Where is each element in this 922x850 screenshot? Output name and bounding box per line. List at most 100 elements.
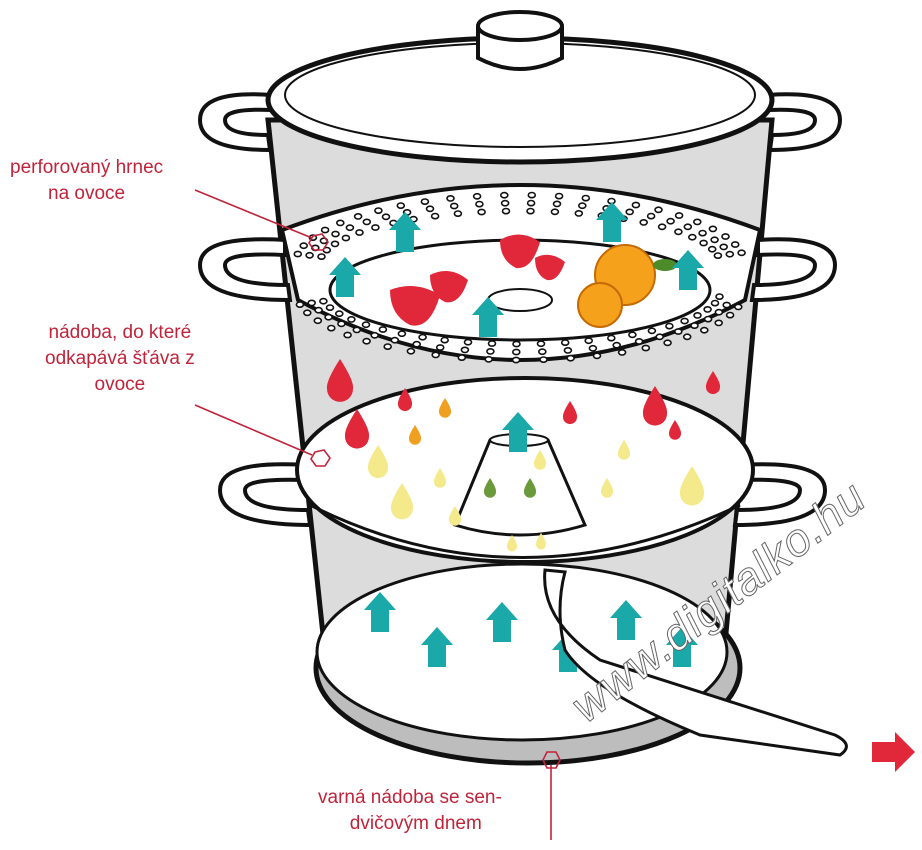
leader-marker (308, 233, 329, 251)
perforation-hole (362, 337, 371, 345)
juice-drop-icon (326, 359, 354, 402)
perforation-hole (370, 331, 380, 339)
perforation-hole (319, 297, 328, 305)
perforation-hole (539, 356, 548, 363)
juice-drop-icon (448, 506, 462, 526)
perforation-hole (307, 299, 317, 307)
fruit (390, 234, 677, 328)
perforation-hole (574, 209, 584, 217)
steam-arrow-icon (486, 602, 518, 642)
perforation-hole (378, 326, 388, 333)
steam-arrow-icon (421, 627, 453, 667)
perforation-hole (683, 223, 693, 231)
perforation-hole (526, 199, 536, 207)
label-boiling-pot: varná nádoba se sen- dvičovým dnem (318, 785, 502, 837)
perforation-hole (687, 233, 697, 241)
leader-line-basket (194, 189, 313, 239)
perforation-hole (703, 305, 712, 313)
perforation-hole (674, 212, 684, 219)
strawberry (535, 254, 565, 281)
perforation-hole (639, 218, 649, 226)
perforation-hole (588, 344, 598, 352)
perforation-hole (335, 219, 345, 227)
handle-right-top (766, 92, 843, 153)
outlet-tube (543, 568, 848, 757)
perforation-hole (692, 218, 702, 226)
perforation-hole (512, 340, 521, 348)
perforation-hole (592, 352, 602, 360)
perforation-hole (435, 344, 445, 351)
perforation-hole (721, 233, 730, 240)
perforation-hole (647, 327, 657, 335)
perforation-hole (606, 334, 616, 342)
perforation-hole (371, 224, 380, 231)
perforation-hole (353, 212, 363, 220)
perforation-hole (487, 340, 497, 347)
juice-drop-icon (617, 440, 631, 460)
juice-drop-icon (679, 466, 705, 506)
perforation-hole (374, 207, 383, 214)
perforation-hole (362, 218, 372, 226)
perforation-hole (666, 217, 675, 225)
juice-drop-icon (506, 535, 518, 552)
outflow-arrow (872, 732, 915, 772)
juice-drop-icon (397, 388, 413, 412)
steam-arrow-icon (666, 627, 698, 667)
juice-drop-icon (600, 478, 614, 498)
steam-arrow-icon (472, 297, 504, 337)
leader-marker (542, 751, 561, 769)
perforation-hole (714, 319, 724, 327)
perforation-hole (617, 348, 627, 356)
perforation-hole (673, 328, 683, 335)
label-line: na ovoce (48, 183, 126, 204)
steam-arrow-icon (502, 412, 534, 452)
perforation-hole (511, 356, 521, 364)
handle-left-mid (197, 237, 293, 303)
steam-arrow-icon (329, 257, 361, 297)
perforation-hole (699, 239, 708, 247)
handle-left-top (197, 92, 274, 153)
basket-center-hole (487, 288, 553, 312)
leader-line-container (194, 404, 313, 456)
perforation-hole (418, 333, 427, 341)
label-line: varná nádoba se sen- (318, 787, 502, 808)
perforation-hole (347, 315, 356, 323)
perforation-hole (324, 313, 333, 321)
juice-drop-icon (367, 445, 389, 478)
juice-drop-icon (408, 425, 422, 445)
perforation-hole (453, 210, 463, 217)
perforation-hole (708, 225, 718, 233)
perforation-hole (560, 339, 570, 346)
perforation-hole (460, 346, 470, 354)
label-perforated-pot: perforovaný hrnec na ovoce (10, 155, 163, 207)
perforation-hole (710, 236, 719, 244)
juice-drop-icon (705, 371, 721, 395)
steam-arrow-icon (596, 202, 628, 242)
juice-drop-icon (668, 420, 682, 440)
juice-drops (326, 359, 721, 552)
perforation-hole (566, 354, 575, 362)
leader-marker (310, 449, 331, 467)
perforation-hole (337, 320, 346, 328)
perforation-hole (725, 311, 735, 319)
juice-drop-icon (562, 401, 578, 425)
label-line: dvičovým dnem (349, 813, 482, 834)
perforation-hole (690, 322, 699, 329)
leaf (653, 259, 677, 271)
perforation-hole (302, 309, 312, 317)
perforation-hole (663, 339, 672, 347)
center-cone (452, 438, 588, 537)
perforation-hole (295, 301, 305, 308)
juice-drop-icon (483, 478, 497, 498)
perforation-hole (484, 355, 494, 363)
perforation-hole (412, 340, 422, 348)
perforation-hole (499, 191, 509, 199)
perforation-hole (397, 330, 407, 338)
perforation-hole (554, 192, 564, 200)
perforation-hole (314, 306, 323, 314)
label-line: nádoba, do které (48, 322, 192, 343)
perforation-hole (396, 202, 406, 209)
juice-drop-icon (535, 533, 547, 550)
